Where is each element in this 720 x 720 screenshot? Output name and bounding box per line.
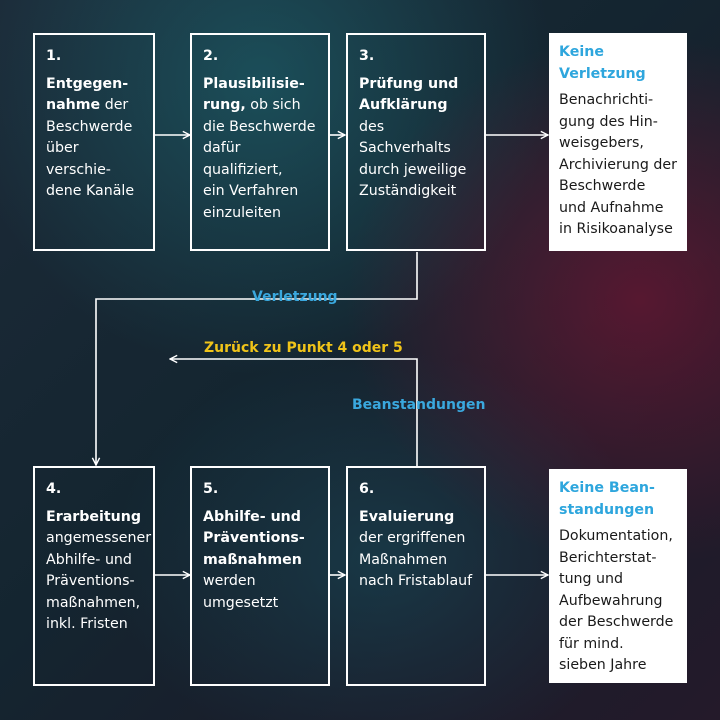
step-number: 2. xyxy=(203,48,219,64)
step-title: Erarbeitung xyxy=(46,508,142,525)
step-4-box: 4. Erarbeitung angemessener Abhilfe- und… xyxy=(33,466,155,686)
step-text: werden umgesetzt xyxy=(203,573,279,611)
step-title: Evaluierung xyxy=(359,508,455,525)
step-2-box: 2. Plausibilisie- rung, ob sich die Besc… xyxy=(190,33,330,251)
step-title: Prüfung und Aufklärung xyxy=(359,75,459,114)
step-text: ob sich die Beschwerde dafür qualifizier… xyxy=(203,97,316,221)
step-number: 3. xyxy=(359,48,375,64)
step-number: 1. xyxy=(46,48,62,64)
step-5-box: 5. Abhilfe- und Präventions- maßnahmen w… xyxy=(190,466,330,686)
label-objections: Beanstandungen xyxy=(352,397,486,413)
label-violation: Verletzung xyxy=(252,289,338,305)
arrow-violation-path xyxy=(96,252,418,465)
step-text: des Sachverhalts durch jeweilige Zuständ… xyxy=(359,118,467,200)
step-number: 4. xyxy=(46,481,62,497)
outcome-heading: Keine Bean- standungen xyxy=(559,480,655,518)
outcome-heading: Keine Verletzung xyxy=(559,44,646,82)
arrow-objection-path xyxy=(170,359,418,466)
step-title: Plausibilisie- rung, xyxy=(203,75,305,114)
outcome-text: Dokumentation, Berichterstat- tung und A… xyxy=(559,528,674,673)
outcome-text: Benachrichti- gung des Hin- weisgebers, … xyxy=(559,92,677,237)
no-violation-box: Keine Verletzung Benachrichti- gung des … xyxy=(549,33,687,251)
step-title: Entgegen- nahme xyxy=(46,75,129,114)
step-number: 5. xyxy=(203,481,219,497)
no-objections-box: Keine Bean- standungen Dokumentation, Be… xyxy=(549,469,687,683)
step-text: angemessener Abhilfe- und Präventions- m… xyxy=(46,530,152,632)
step-1-box: 1. Entgegen- nahme der Beschwerde über v… xyxy=(33,33,155,251)
step-number: 6. xyxy=(359,481,375,497)
step-title: Abhilfe- und Präventions- maßnahmen xyxy=(203,508,305,568)
step-text: der ergriffenen Maßnahmen nach Fristabla… xyxy=(359,530,473,589)
step-3-box: 3. Prüfung und Aufklärung des Sachverhal… xyxy=(346,33,486,251)
step-text: der Beschwerde über verschie- dene Kanäl… xyxy=(46,97,135,199)
step-6-box: 6. Evaluierung der ergriffenen Maßnahmen… xyxy=(346,466,486,686)
label-back-to-step: Zurück zu Punkt 4 oder 5 xyxy=(204,340,403,356)
